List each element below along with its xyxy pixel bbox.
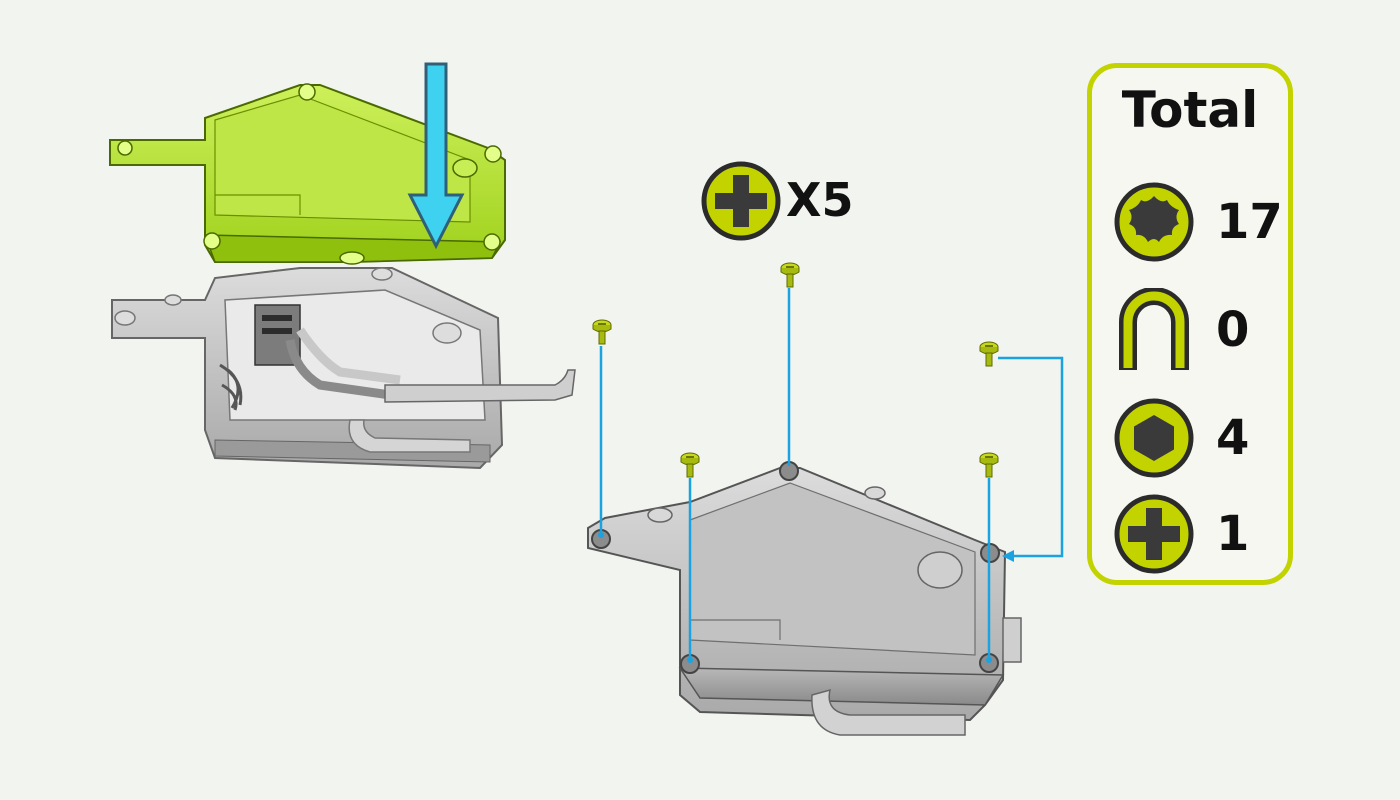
down-arrow-icon bbox=[407, 62, 465, 250]
total-row-torx: 17 bbox=[1092, 180, 1288, 264]
hex-count: 4 bbox=[1216, 410, 1250, 466]
screw-leader-lines bbox=[599, 288, 1064, 660]
total-row-hex: 4 bbox=[1092, 396, 1288, 480]
torx-bit-icon bbox=[1114, 182, 1194, 262]
phillips-bit-icon bbox=[701, 161, 781, 241]
torx-count: 17 bbox=[1216, 194, 1283, 250]
screws bbox=[592, 262, 999, 478]
clip-count: 0 bbox=[1216, 302, 1250, 358]
screw-quantity-label: X5 bbox=[786, 173, 854, 227]
assembled-housing bbox=[587, 461, 1022, 736]
u-clip-icon bbox=[1119, 288, 1189, 370]
leader-end-dot bbox=[598, 532, 604, 538]
total-panel: Total 17 0 4 1 bbox=[1087, 63, 1293, 585]
leader-arrowhead-icon bbox=[1002, 550, 1014, 562]
leader-end-dot bbox=[986, 657, 992, 663]
top-cover-green bbox=[109, 83, 506, 265]
hex-bit-icon bbox=[1114, 398, 1194, 478]
phillips-bit-icon bbox=[1114, 494, 1194, 574]
total-title: Total bbox=[1121, 81, 1259, 139]
leader-end-dot bbox=[687, 657, 693, 663]
total-row-phillips: 1 bbox=[1092, 492, 1288, 576]
total-row-clip: 0 bbox=[1092, 288, 1288, 372]
lower-housing-open bbox=[111, 267, 576, 470]
phillips-count: 1 bbox=[1216, 506, 1250, 562]
